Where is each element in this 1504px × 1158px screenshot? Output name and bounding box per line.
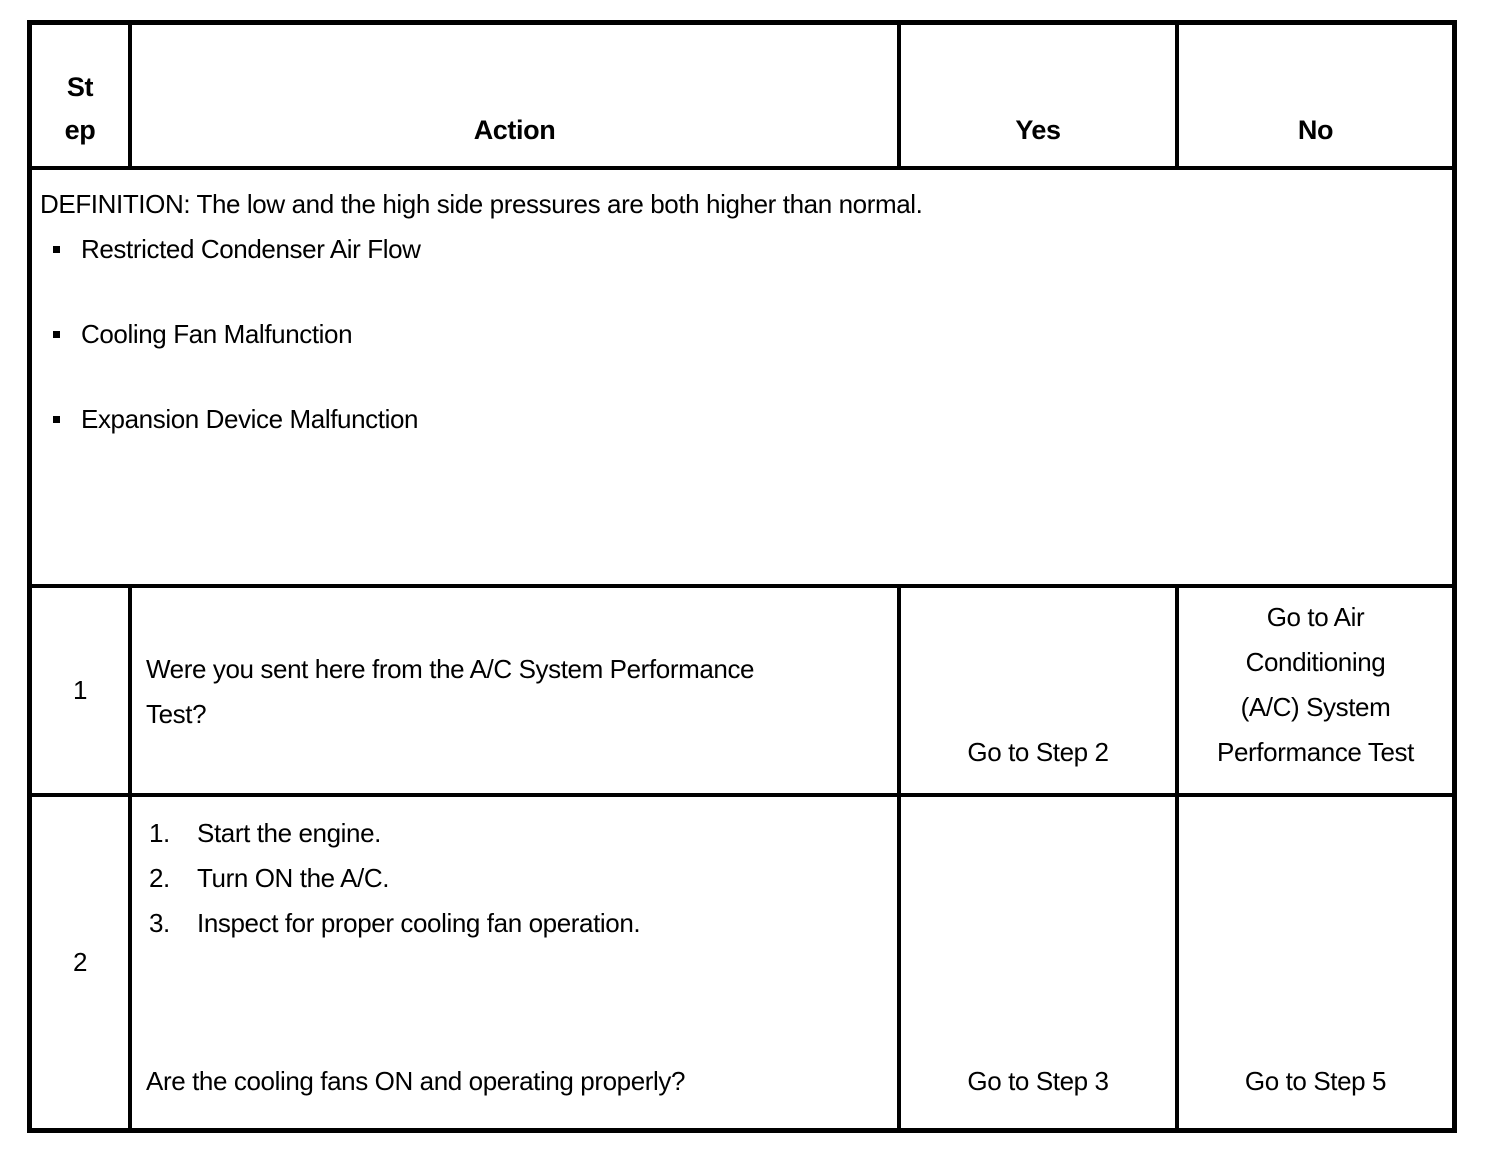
bullet-label: Expansion Device Malfunction xyxy=(81,404,419,434)
header-action-label: Action xyxy=(473,115,556,145)
header-cell-yes: Yes xyxy=(901,25,1179,170)
list-item-number: 2. xyxy=(149,863,170,893)
list-item-number: 3. xyxy=(149,908,170,938)
no-cell: Go to Step 5 xyxy=(1179,797,1452,1128)
header-cell-step: St ep xyxy=(32,25,132,170)
definition-cell: DEFINITION: The low and the high side pr… xyxy=(32,170,1452,588)
header-cell-action: Action xyxy=(132,25,901,170)
goto-text: Go to Air Conditioning (A/C) System Perf… xyxy=(1217,602,1414,767)
bullet-dot-icon xyxy=(53,246,60,253)
yes-cell: Go to Step 3 xyxy=(901,797,1179,1128)
header-no-label: No xyxy=(1297,115,1334,145)
bullet-label: Cooling Fan Malfunction xyxy=(81,319,353,349)
goto-text: Go to Step 2 xyxy=(967,737,1109,767)
definition-text: DEFINITION: The low and the high side pr… xyxy=(40,189,923,219)
list-item-text: Inspect for proper cooling fan operation… xyxy=(197,908,641,938)
definition-bullet-item: Cooling Fan Malfunction xyxy=(40,312,1428,357)
question-text: Were you sent here from the A/C System P… xyxy=(146,654,755,729)
diagnostic-table: St ep Action Yes No DEFINITION: The low … xyxy=(27,20,1457,1133)
goto-text: Go to Step 3 xyxy=(967,1066,1109,1096)
list-item-text: Start the engine. xyxy=(197,818,381,848)
header-step-label: St ep xyxy=(64,72,96,145)
yes-cell: Go to Step 2 xyxy=(901,588,1179,797)
header-yes-label: Yes xyxy=(1015,115,1061,145)
step-number: 1 xyxy=(72,675,88,705)
bullet-dot-icon xyxy=(53,416,60,423)
list-item: 3. Inspect for proper cooling fan operat… xyxy=(146,901,857,946)
step-number: 2 xyxy=(72,947,88,977)
action-cell: Were you sent here from the A/C System P… xyxy=(132,588,901,797)
goto-text: Go to Step 5 xyxy=(1244,1066,1387,1096)
header-cell-no: No xyxy=(1179,25,1452,170)
definition-bullet-item: Restricted Condenser Air Flow xyxy=(40,227,1428,272)
list-item: 2. Turn ON the A/C. xyxy=(146,856,857,901)
action-instructions-list: 1. Start the engine. 2. Turn ON the A/C.… xyxy=(146,811,857,946)
list-item-number: 1. xyxy=(149,818,170,848)
definition-bullet-item: Expansion Device Malfunction xyxy=(40,397,1428,442)
bullet-label: Restricted Condenser Air Flow xyxy=(81,234,421,264)
list-item-text: Turn ON the A/C. xyxy=(197,863,390,893)
list-item: 1. Start the engine. xyxy=(146,811,857,856)
question-text: Are the cooling fans ON and operating pr… xyxy=(146,1066,686,1096)
step-number-cell: 2 xyxy=(32,797,132,1128)
no-cell: Go to Air Conditioning (A/C) System Perf… xyxy=(1179,588,1452,797)
bullet-dot-icon xyxy=(53,331,60,338)
action-cell: 1. Start the engine. 2. Turn ON the A/C.… xyxy=(132,797,901,1128)
step-number-cell: 1 xyxy=(32,588,132,797)
